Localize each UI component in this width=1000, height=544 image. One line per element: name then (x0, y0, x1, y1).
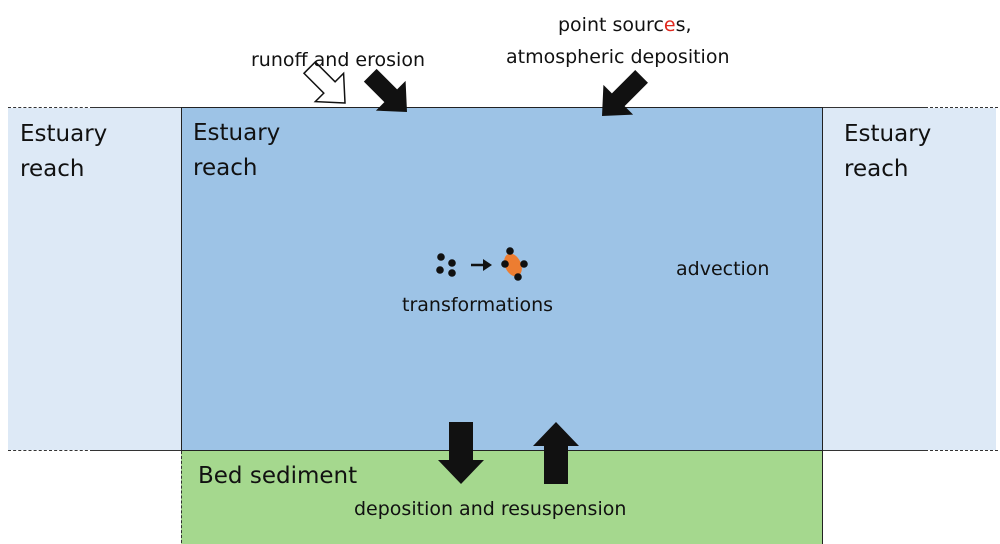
right-estuary-reach (822, 108, 996, 450)
point-sources-text-c: s, (675, 14, 692, 36)
solid-line-left-bottom (93, 450, 181, 451)
point-sources-highlight-letter: e (663, 14, 676, 36)
runoff-arrow (302, 60, 346, 104)
right-reach-label: Estuary reach (844, 117, 931, 187)
point-sources-text-a: point sourc (558, 14, 664, 36)
solid-line-left-top (93, 107, 181, 108)
sediment-dashed-edge (181, 451, 182, 543)
runoff-erosion-label: runoff and erosion (251, 49, 425, 71)
dashed-line-left-top (8, 107, 93, 108)
advection-label: advection (676, 258, 770, 280)
solid-line-right-top (823, 107, 925, 108)
left-estuary-reach (8, 108, 182, 450)
erosion-arrow (363, 68, 407, 112)
atmospheric-deposition-label: atmospheric deposition (506, 46, 730, 68)
center-reach-label: Estuary reach (193, 116, 280, 186)
resuspension-arrow (533, 422, 579, 484)
left-reach-label: Estuary reach (20, 117, 107, 187)
dashed-line-left-bottom (8, 450, 93, 451)
right-reach-label-line1: Estuary (844, 121, 932, 147)
left-reach-label-line1: Estuary (20, 121, 108, 147)
deposition-arrow (438, 422, 484, 484)
dashed-line-right-bottom (925, 450, 998, 451)
transformation-icon (436, 247, 528, 281)
left-reach-label-line2: reach (20, 156, 85, 182)
center-reach-label-line1: Estuary (193, 120, 281, 146)
center-reach-label-line2: reach (193, 155, 258, 181)
dashed-line-right-top (925, 107, 998, 108)
point-sources-label: point sources, (558, 12, 692, 38)
center-estuary-reach (181, 107, 823, 451)
right-reach-label-line2: reach (844, 156, 909, 182)
bed-sediment-layer (181, 450, 823, 544)
bed-sediment-label: Bed sediment (198, 463, 358, 489)
transformations-label: transformations (402, 294, 554, 316)
deposition-resuspension-label: deposition and resuspension (354, 498, 627, 520)
atmospheric-deposition-arrow (602, 70, 648, 116)
solid-line-right-bottom (823, 450, 925, 451)
